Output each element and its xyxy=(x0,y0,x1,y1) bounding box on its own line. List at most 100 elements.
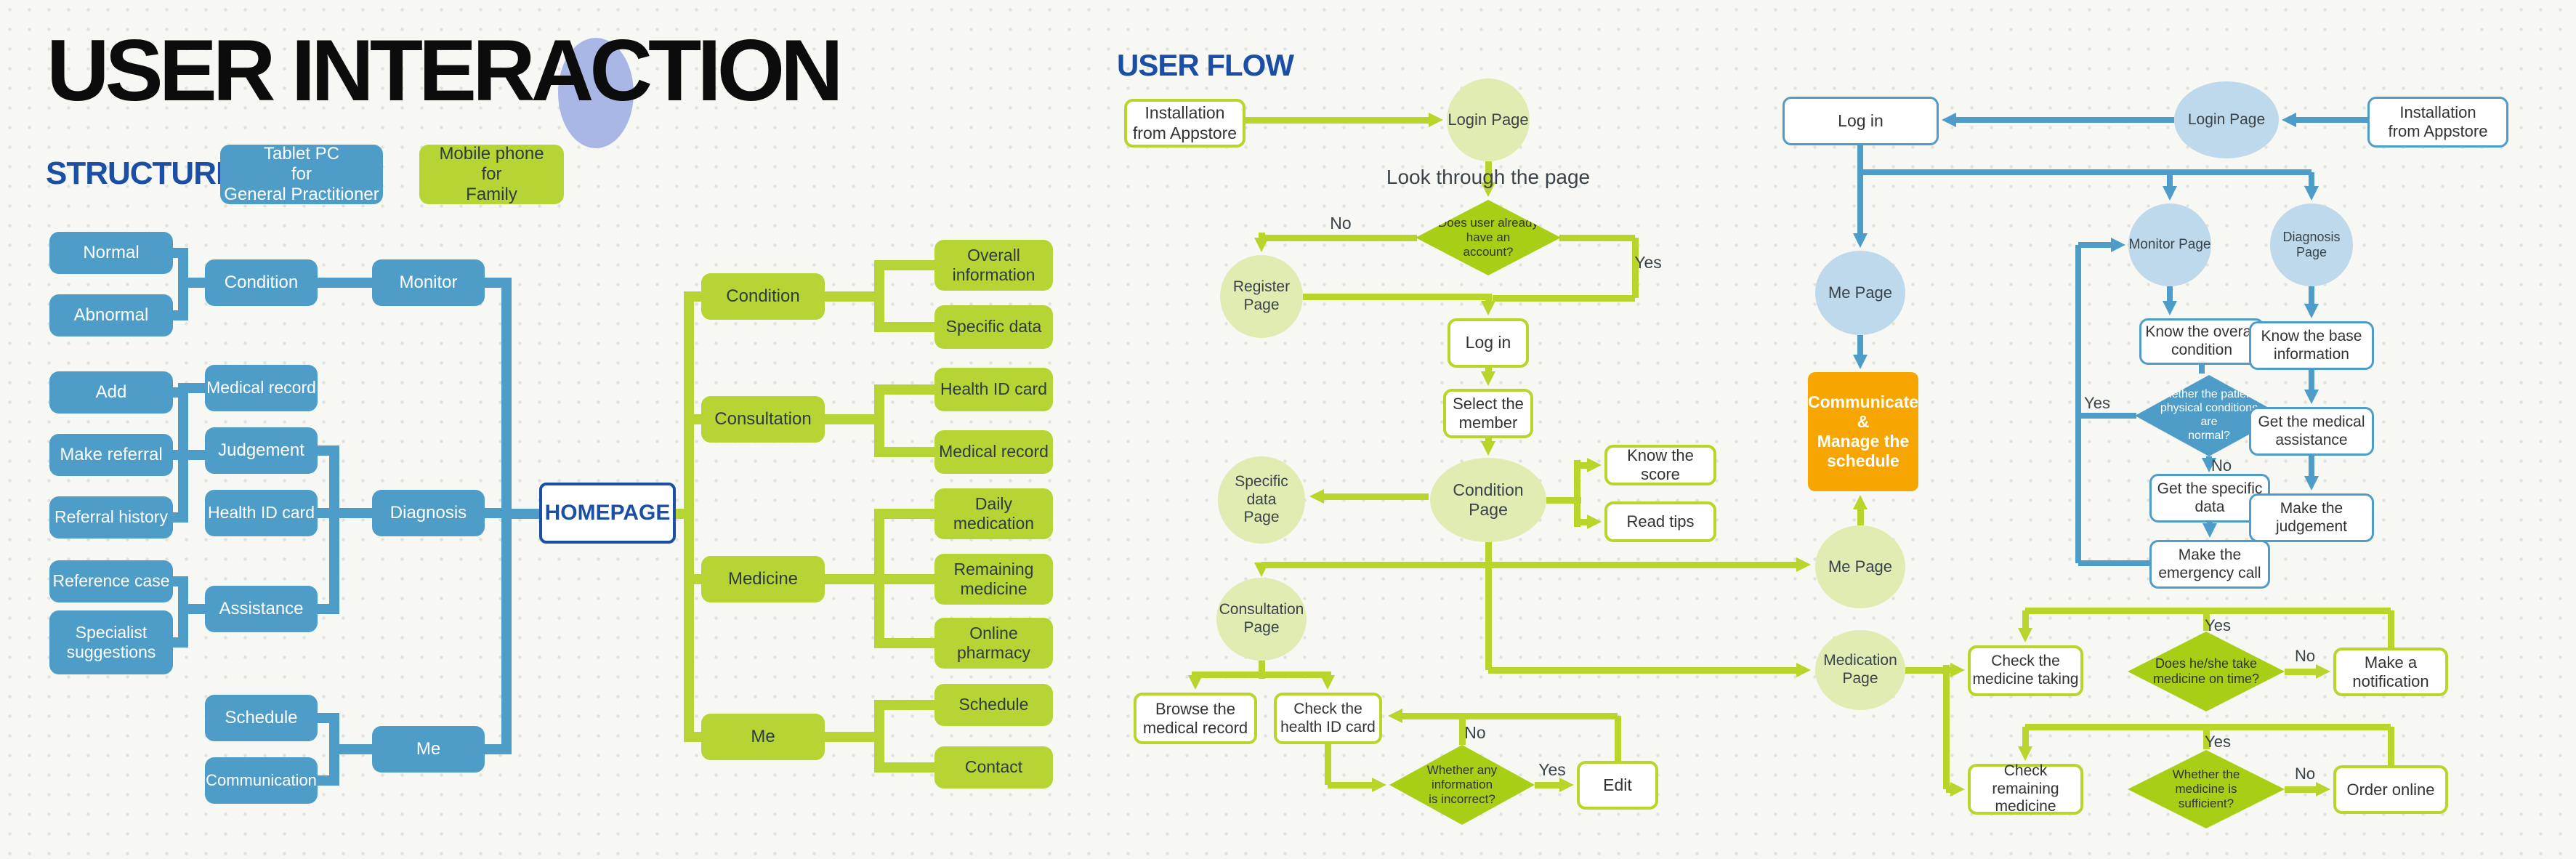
connector-line xyxy=(1402,712,1618,719)
connector-line xyxy=(2285,668,2316,675)
arrowhead-icon xyxy=(1950,662,1965,677)
arrowhead-icon xyxy=(2202,458,2216,472)
connector-line xyxy=(823,732,884,742)
node-medical-record-green: Medical record xyxy=(934,430,1053,474)
connector-line xyxy=(2022,727,2029,746)
connector-line xyxy=(1857,509,1864,525)
connector-line xyxy=(1324,744,1331,785)
node-judgement: Judgement xyxy=(205,427,318,474)
node-specific-data-page: Specific data Page xyxy=(1218,456,1305,544)
arrowhead-icon xyxy=(1253,562,1269,577)
node-know-overall-condition: Know the overall condition xyxy=(2139,318,2264,365)
connector-line xyxy=(879,574,934,584)
arrowhead-icon xyxy=(1309,488,1324,504)
arrowhead-icon xyxy=(2282,113,2296,127)
connector-line xyxy=(823,414,884,424)
node-medical-record-blue: Medical record xyxy=(205,365,318,411)
node-make-emergency-call: Make the emergency call xyxy=(2149,540,2270,589)
connector-line xyxy=(2309,456,2314,476)
node-browse-medical-record: Browse the medical record xyxy=(1134,693,1257,744)
node-online-pharmacy: Online pharmacy xyxy=(934,618,1053,669)
node-abnormal: Abnormal xyxy=(49,294,173,336)
arrowhead-icon xyxy=(2111,238,2125,252)
connector-line xyxy=(183,450,206,460)
arrowhead-icon xyxy=(1853,355,1868,369)
node-overall-information: Overall information xyxy=(934,240,1053,291)
connector-line xyxy=(1303,293,1491,300)
arrowhead-icon xyxy=(2163,186,2177,201)
connector-line xyxy=(879,447,934,457)
node-installation-appstore-green: Installation from Appstore xyxy=(1124,99,1245,148)
connector-line xyxy=(1546,496,1581,504)
connector-line xyxy=(879,638,934,648)
node-select-member: Select the member xyxy=(1443,389,1533,438)
node-me-page-green: Me Page xyxy=(1815,525,1905,608)
connector-line xyxy=(1956,117,2174,123)
arrowhead-icon xyxy=(1388,708,1402,723)
node-know-the-score: Know the score xyxy=(1604,445,1716,485)
connector-line xyxy=(183,383,206,393)
connector-line xyxy=(2285,786,2316,793)
connector-line xyxy=(874,384,884,457)
flow-label-label-yes-5: Yes xyxy=(2205,733,2231,751)
arrowhead-icon xyxy=(1796,557,1811,572)
flow-label-label-yes-3: Yes xyxy=(2084,394,2110,412)
node-make-referral: Make referral xyxy=(49,434,173,476)
userflow-section-title: USER FLOW xyxy=(1117,48,1294,82)
node-add: Add xyxy=(49,371,173,414)
connector-line xyxy=(1860,169,2311,175)
connector-line xyxy=(1946,786,1950,793)
arrowhead-icon xyxy=(2163,301,2177,315)
connector-line xyxy=(2309,286,2314,304)
node-make-notification: Make a notification xyxy=(2333,648,2448,696)
flow-label-label-no-1: No xyxy=(1330,214,1352,233)
connector-line xyxy=(1261,234,1417,241)
connector-line xyxy=(689,291,703,302)
connector-line xyxy=(1942,665,1950,789)
arrowhead-icon xyxy=(1480,371,1495,386)
arrowhead-icon xyxy=(1429,112,1443,127)
node-schedule-blue: Schedule xyxy=(205,695,318,741)
arrowhead-icon xyxy=(2316,664,2330,679)
connector-line xyxy=(1493,294,1635,302)
arrowhead-icon xyxy=(2304,186,2319,201)
connector-line xyxy=(874,260,884,332)
connector-line xyxy=(879,509,934,519)
node-monitor: Monitor xyxy=(372,259,485,306)
connector-line xyxy=(1261,561,1796,568)
connector-line xyxy=(485,744,512,754)
connector-line xyxy=(2167,172,2173,186)
node-me-page-blue: Me Page xyxy=(1815,251,1905,335)
arrowhead-icon xyxy=(1796,662,1811,677)
connector-line xyxy=(1328,781,1372,789)
node-specialist-suggestions: Specialist suggestions xyxy=(49,610,173,674)
node-sufficient-diamond: Whether the medicine is sufficient? xyxy=(2128,750,2285,828)
connector-line xyxy=(334,744,372,754)
connector-line xyxy=(689,732,703,742)
node-communication: Communication xyxy=(205,757,318,804)
connector-line xyxy=(2309,172,2314,186)
connector-line xyxy=(2309,370,2314,390)
node-log-in-blue: Log in xyxy=(1782,97,1939,145)
arrowhead-icon xyxy=(1559,777,1574,792)
flow-label-label-no-2: No xyxy=(1464,723,1486,742)
flow-label-label-no-3: No xyxy=(2210,456,2232,475)
connector-line xyxy=(1324,674,1331,675)
connector-line xyxy=(2078,242,2111,248)
arrowhead-icon xyxy=(1852,495,1868,509)
connector-line xyxy=(879,700,934,710)
connector-line xyxy=(2387,610,2394,648)
connector-line xyxy=(1245,116,1429,124)
node-get-medical-assistance: Get the medical assistance xyxy=(2249,407,2374,456)
node-me-blue-box: Me xyxy=(372,726,485,773)
arrowhead-icon xyxy=(1187,675,1203,690)
node-condition-blue: Condition xyxy=(205,259,318,306)
connector-line xyxy=(1258,659,1265,679)
connector-line xyxy=(1485,438,1492,441)
connector-line xyxy=(1488,666,1796,674)
arrowhead-icon xyxy=(1950,781,1965,797)
connector-line xyxy=(689,574,703,584)
node-daily-medication: Daily medication xyxy=(934,488,1053,539)
node-diagnosis-page: Diagnosis Page xyxy=(2270,203,2353,286)
node-legend-mobile: Mobile phone for Family xyxy=(419,144,564,204)
